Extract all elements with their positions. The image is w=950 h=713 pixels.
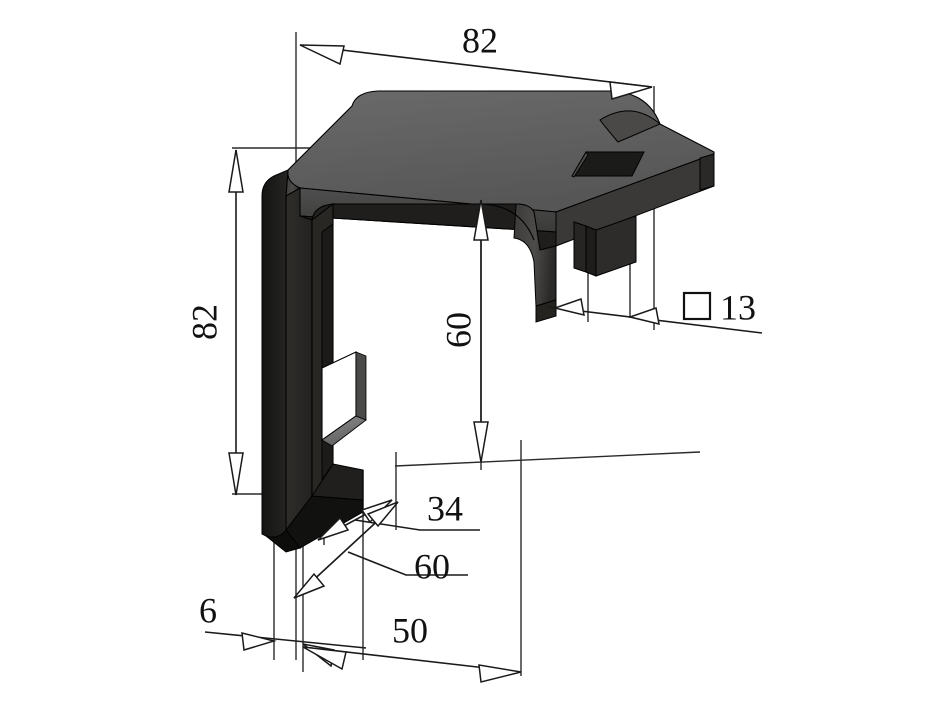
- channel-bend-radius: [480, 203, 535, 241]
- arrowhead: [627, 307, 660, 326]
- arrowhead: [552, 298, 585, 317]
- leg-bottom-chamfer: [265, 529, 301, 553]
- leg-window-inner-right-wall: [355, 351, 367, 421]
- dimension-label-width-top: 82: [462, 20, 498, 60]
- arrowhead: [302, 646, 347, 671]
- arrowhead: [473, 421, 489, 463]
- dimension-label-depth-60: 60: [414, 546, 450, 586]
- dimension-depth-34: 34: [317, 488, 480, 541]
- dimension-label-base-50: 50: [392, 610, 428, 650]
- dimension-label-thickness-6: 6: [199, 590, 217, 630]
- dimension-label-depth-34: 34: [427, 488, 463, 528]
- channel-right-leg-side: [535, 299, 557, 323]
- dimension-depth-60: 60: [293, 501, 468, 599]
- right-wing-end-face: [699, 153, 715, 191]
- arrowhead: [293, 572, 326, 599]
- arrowhead: [299, 44, 345, 66]
- under-tab-side: [585, 225, 597, 277]
- leg-outer-side-face: [261, 169, 289, 538]
- square-hole-inner-lip: [571, 151, 589, 178]
- under-tab-stem: [573, 221, 587, 273]
- dimension-width-top: 82: [299, 20, 653, 100]
- dimension-label-height-overall: 82: [184, 304, 224, 340]
- dimension-label-inner-height: 60: [438, 312, 478, 348]
- leg-front-face: [285, 187, 313, 550]
- arrowhead: [317, 516, 350, 541]
- dimension-base-50: 50: [302, 610, 522, 683]
- arrowhead: [473, 199, 489, 241]
- dimension-label-square-hole: 13: [720, 287, 756, 327]
- arrowhead: [241, 632, 277, 651]
- back-shoulder-curve: [599, 110, 661, 143]
- leg-diagonal-edge: [311, 463, 364, 501]
- arrowhead: [366, 501, 399, 528]
- arrowhead: [228, 452, 244, 496]
- arrowhead: [478, 664, 522, 683]
- arrowhead: [228, 149, 244, 193]
- square-dimension-symbol: [682, 291, 712, 321]
- dimension-square-hole: 13: [547, 287, 763, 334]
- bracket-solid: [261, 90, 715, 553]
- arrowhead: [609, 81, 653, 100]
- dimension-inner-height: 60: [438, 199, 489, 463]
- dimension-height-overall: 82: [184, 149, 244, 496]
